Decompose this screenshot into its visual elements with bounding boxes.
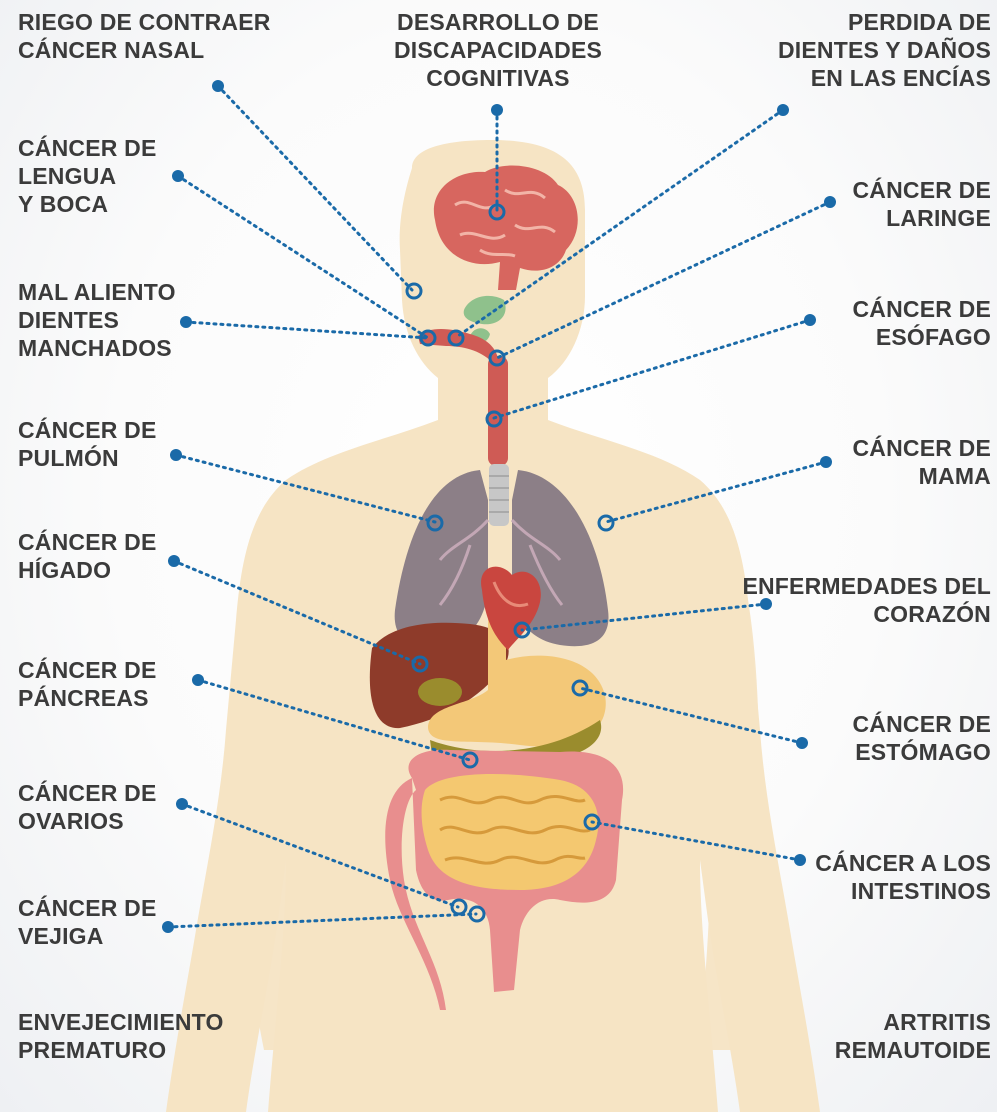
leader-dot-liver xyxy=(168,555,180,567)
label-tongue-mouth-cancer: CÁNCER DE LENGUA Y BOCA xyxy=(18,134,157,218)
label-bad-breath: MAL ALIENTO DIENTES MANCHADOS xyxy=(18,278,176,362)
small-intestine-illustration xyxy=(422,774,599,890)
leader-dot-intestines xyxy=(794,854,806,866)
label-intestine-cancer: CÁNCER A LOS INTESTINOS xyxy=(815,849,991,905)
label-stomach-cancer: CÁNCER DE ESTÓMAGO xyxy=(852,710,991,766)
leader-line-tongue xyxy=(178,176,428,338)
label-esophagus-cancer: CÁNCER DE ESÓFAGO xyxy=(852,295,991,351)
leader-dot-esophagus xyxy=(804,314,816,326)
leader-dot-lung xyxy=(170,449,182,461)
leader-dot-breath xyxy=(180,316,192,328)
label-heart-disease: ENFERMEDADES DEL CORAZÓN xyxy=(742,572,991,628)
label-liver-cancer: CÁNCER DE HÍGADO xyxy=(18,528,157,584)
label-cognitive-disabilities: DESARROLLO DE DISCAPACIDADES COGNITIVAS xyxy=(360,8,636,92)
label-pancreas-cancer: CÁNCER DE PÁNCREAS xyxy=(18,656,157,712)
label-larynx-cancer: CÁNCER DE LARINGE xyxy=(852,176,991,232)
trachea-illustration xyxy=(489,464,509,526)
leader-line-breath xyxy=(186,322,428,338)
leader-dot-tongue xyxy=(172,170,184,182)
label-bladder-cancer: CÁNCER DE VEJIGA xyxy=(18,894,157,950)
label-lung-cancer: CÁNCER DE PULMÓN xyxy=(18,416,157,472)
leader-dot-larynx xyxy=(824,196,836,208)
label-premature-aging: ENVEJECIMIENTO PREMATURO xyxy=(18,1008,224,1064)
leader-dot-teeth xyxy=(777,104,789,116)
esophagus-illustration xyxy=(488,356,508,466)
leader-dot-pancreas xyxy=(192,674,204,686)
label-ovarian-cancer: CÁNCER DE OVARIOS xyxy=(18,779,157,835)
label-nasal-cancer: RIEGO DE CONTRAER CÁNCER NASAL xyxy=(18,8,271,64)
leader-dot-cognitive xyxy=(491,104,503,116)
label-teeth-gum-damage: PERDIDA DE DIENTES Y DAÑOS EN LAS ENCÍAS xyxy=(778,8,991,92)
leader-dot-breast xyxy=(820,456,832,468)
leader-dot-bladder xyxy=(162,921,174,933)
label-rheumatoid-arthritis: ARTRITIS REMAUTOIDE xyxy=(835,1008,991,1064)
label-breast-cancer: CÁNCER DE MAMA xyxy=(852,434,991,490)
leader-line-nasal xyxy=(218,86,412,290)
leader-dot-stomach xyxy=(796,737,808,749)
leader-dot-ovaries xyxy=(176,798,188,810)
leader-dot-nasal xyxy=(212,80,224,92)
gallbladder-illustration xyxy=(418,678,462,706)
